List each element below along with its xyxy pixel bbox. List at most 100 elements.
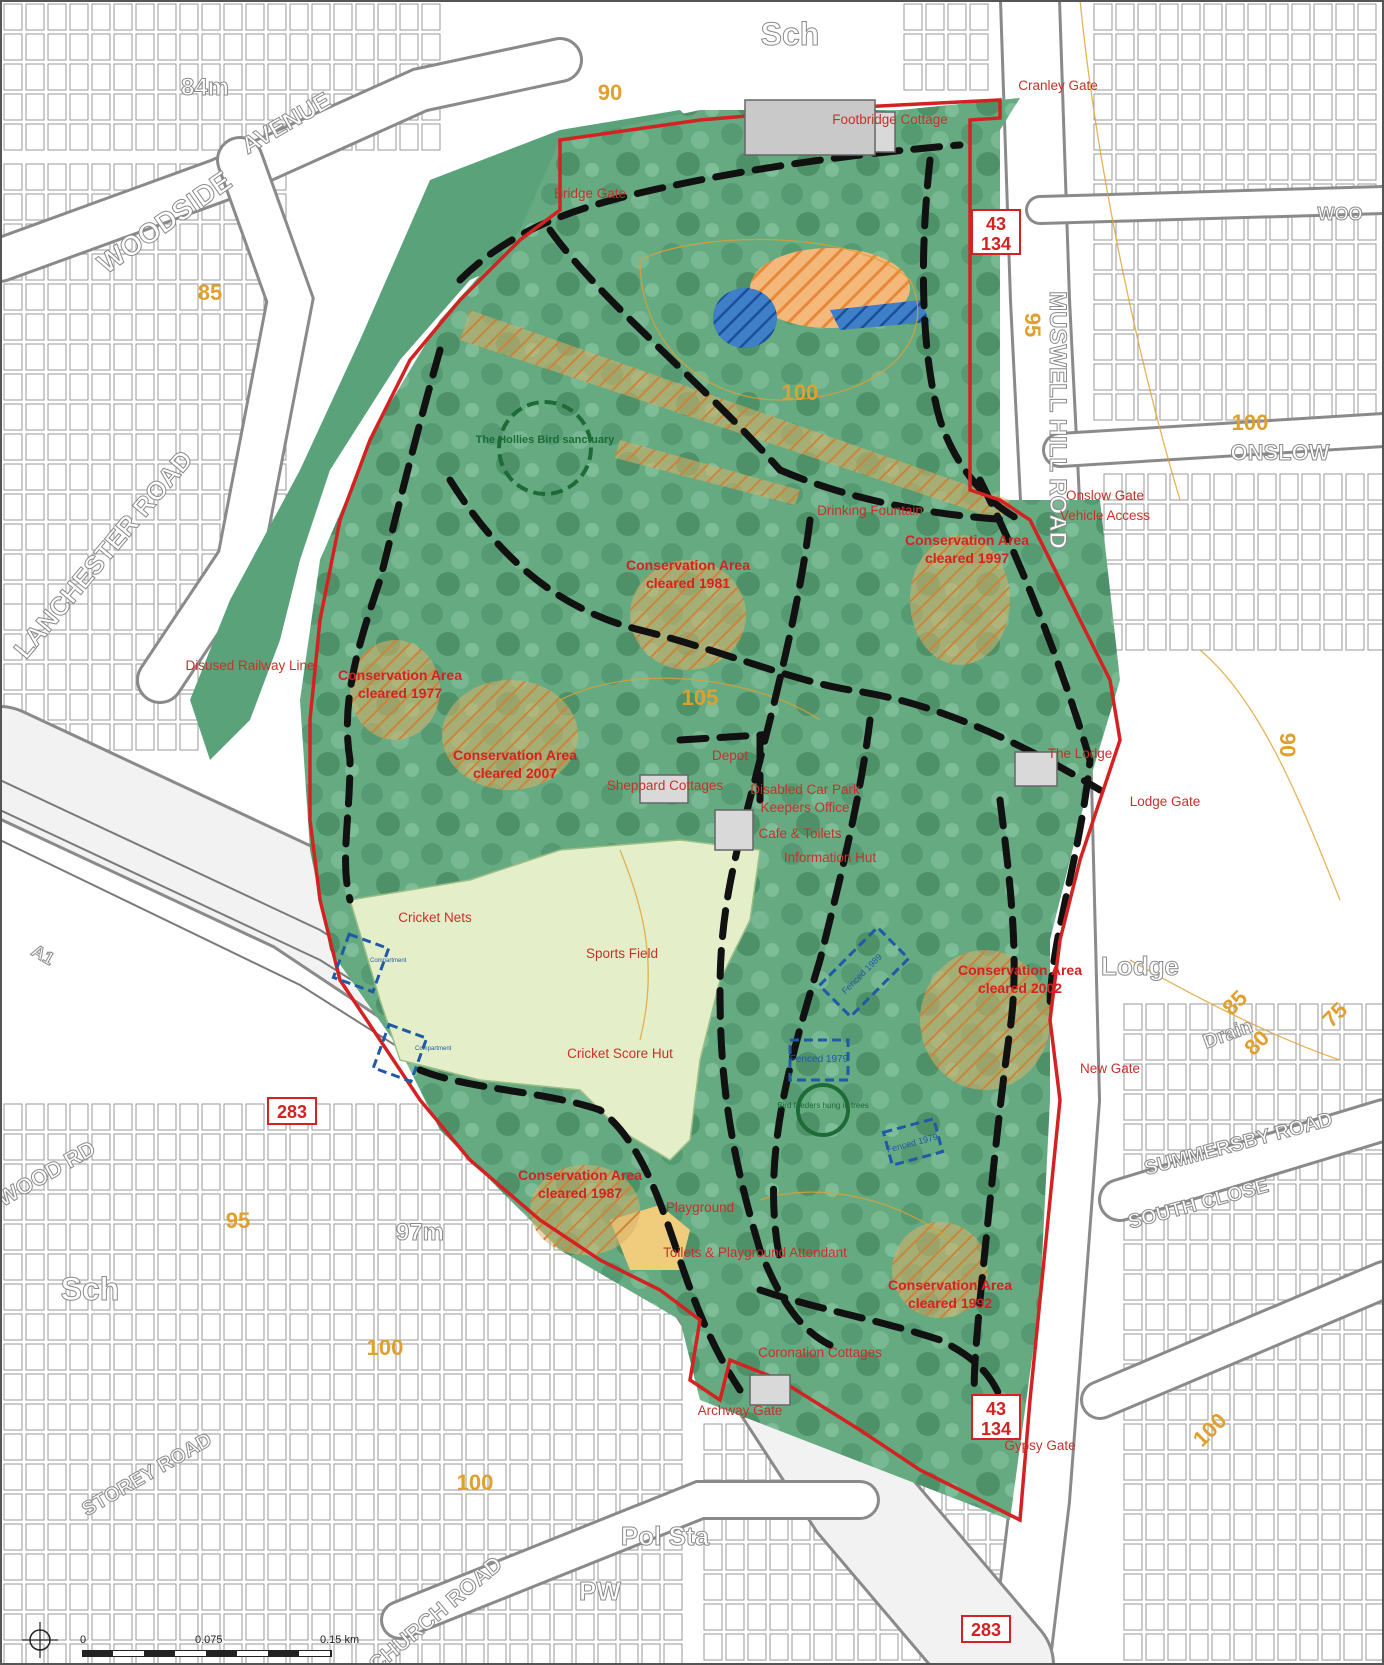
building-footprint	[47, 403, 67, 431]
building-footprint	[1257, 623, 1277, 651]
building-footprint	[1137, 153, 1157, 181]
building-footprint	[201, 3, 221, 31]
building-footprint	[223, 33, 243, 61]
building-footprint	[1233, 1543, 1253, 1571]
building-footprint	[91, 1403, 111, 1431]
building-footprint	[201, 1523, 221, 1551]
building-footprint	[289, 1373, 309, 1401]
building-footprint	[157, 1313, 177, 1341]
building-footprint	[619, 1613, 639, 1641]
building-footprint	[157, 1283, 177, 1311]
building-footprint	[1335, 93, 1355, 121]
contour-label: 85	[198, 280, 222, 305]
building-footprint	[1365, 1483, 1384, 1511]
building-footprint	[769, 1543, 789, 1571]
building-footprint	[1137, 123, 1157, 151]
road-number-label: 134	[981, 1419, 1011, 1439]
building-footprint	[333, 1223, 353, 1251]
building-footprint	[223, 373, 243, 401]
building-footprint	[747, 1633, 767, 1661]
building-footprint	[619, 1553, 639, 1581]
building-footprint	[553, 1373, 573, 1401]
building-footprint	[1269, 393, 1289, 421]
building-footprint	[641, 1343, 661, 1371]
building-footprint	[201, 33, 221, 61]
building-footprint	[91, 373, 111, 401]
building-footprint	[443, 1283, 463, 1311]
place-label: Cricket Nets	[398, 910, 472, 925]
building-footprint	[25, 1103, 45, 1131]
building-footprint	[1159, 333, 1179, 361]
building-footprint	[289, 1193, 309, 1221]
building-footprint	[267, 1163, 287, 1191]
building-footprint	[1277, 1063, 1297, 1091]
building-footprint	[377, 1553, 397, 1581]
building-footprint	[487, 1613, 507, 1641]
building-footprint	[289, 1493, 309, 1521]
building-footprint	[399, 1103, 419, 1131]
building-footprint	[703, 1633, 723, 1661]
building-footprint	[355, 1253, 375, 1281]
building-footprint	[91, 603, 111, 631]
building-footprint	[69, 1613, 89, 1641]
hatched-area-blue	[713, 288, 777, 348]
building-footprint	[903, 33, 923, 61]
building-footprint	[311, 1463, 331, 1491]
building-footprint	[1299, 1633, 1319, 1661]
building-footprint	[1167, 1453, 1187, 1481]
building-footprint	[245, 1193, 265, 1221]
building-footprint	[1277, 1453, 1297, 1481]
building-footprint	[487, 1223, 507, 1251]
building-footprint	[1301, 473, 1321, 501]
building-footprint	[201, 313, 221, 341]
building-footprint	[725, 1633, 745, 1661]
building-footprint	[597, 1283, 617, 1311]
building-footprint	[355, 1553, 375, 1581]
building-footprint	[25, 193, 45, 221]
building-footprint	[619, 1583, 639, 1611]
building-footprint	[399, 1223, 419, 1251]
building-footprint	[179, 283, 199, 311]
building-footprint	[1137, 333, 1157, 361]
building-footprint	[377, 1283, 397, 1311]
contour-label: 95	[1020, 313, 1045, 337]
place-label: Disabled Car Park	[750, 782, 860, 797]
building-footprint	[333, 1163, 353, 1191]
building-footprint	[1189, 1393, 1209, 1421]
building-footprint	[179, 373, 199, 401]
building-footprint	[421, 1643, 441, 1665]
building-footprint	[355, 1493, 375, 1521]
building-footprint	[25, 523, 45, 551]
building-footprint	[69, 1223, 89, 1251]
building-footprint	[333, 1103, 353, 1131]
building-footprint	[47, 463, 67, 491]
building-footprint	[157, 1553, 177, 1581]
building-footprint	[113, 1613, 133, 1641]
building-footprint	[157, 253, 177, 281]
building-footprint	[91, 1343, 111, 1371]
building-footprint	[1125, 533, 1145, 561]
building-footprint	[1115, 123, 1135, 151]
building-footprint	[245, 1343, 265, 1371]
building-footprint	[399, 33, 419, 61]
building-footprint	[311, 1493, 331, 1521]
building-footprint	[1323, 533, 1343, 561]
building-footprint	[1279, 533, 1299, 561]
building-footprint	[1189, 1573, 1209, 1601]
building-footprint	[355, 1643, 375, 1665]
building-footprint	[3, 1163, 23, 1191]
building-footprint	[465, 1223, 485, 1251]
conservation-areas	[350, 535, 1050, 1318]
building-footprint	[245, 33, 265, 61]
building-footprint	[1137, 273, 1157, 301]
building-footprint	[135, 1553, 155, 1581]
building-footprint	[25, 283, 45, 311]
building-footprint	[1093, 3, 1113, 31]
building-footprint	[91, 523, 111, 551]
building-footprint	[157, 403, 177, 431]
building-footprint	[47, 1463, 67, 1491]
building-footprint	[69, 663, 89, 691]
building-footprint	[355, 1133, 375, 1161]
building-footprint	[1291, 3, 1311, 31]
building-footprint	[1321, 1573, 1341, 1601]
